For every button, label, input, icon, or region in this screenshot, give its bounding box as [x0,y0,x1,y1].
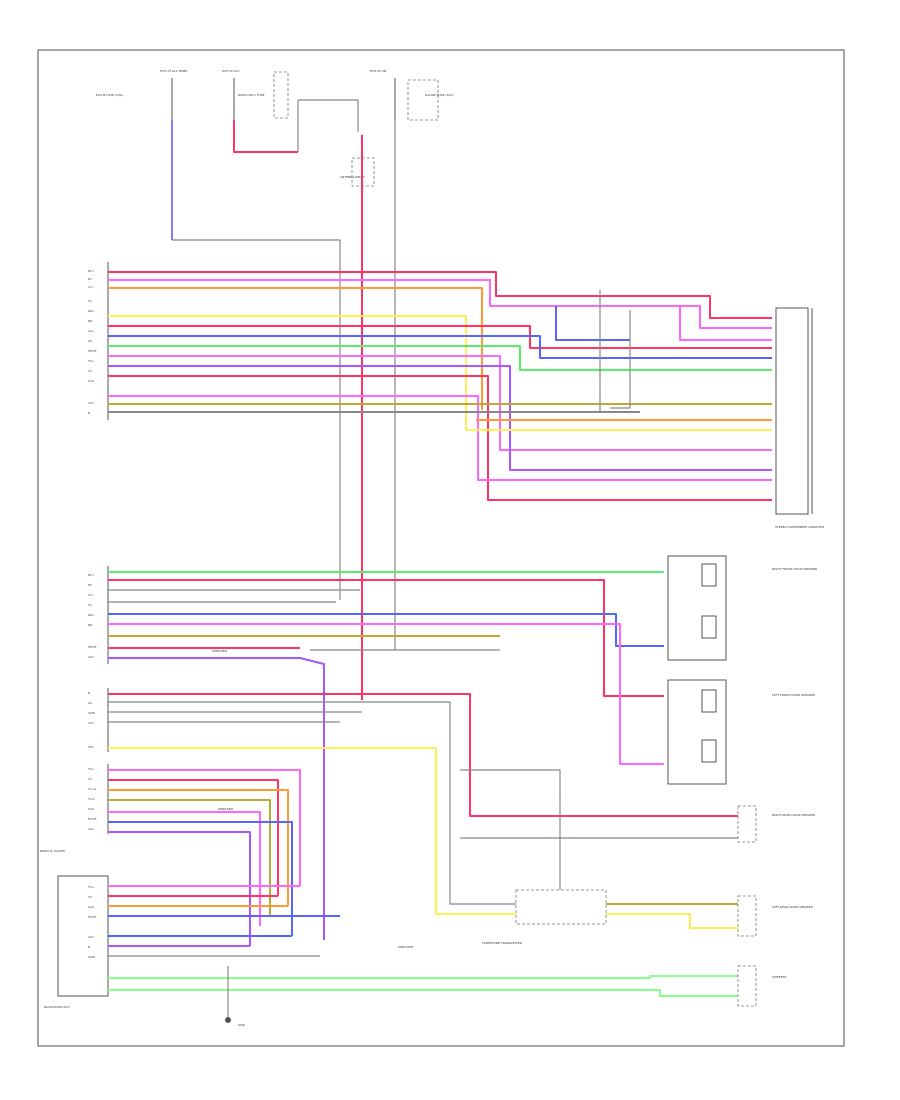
rear-left-speaker-label: LEFT REAR DOOR SPEAKER [772,905,813,909]
rear-left-speaker: LEFT REAR DOOR SPEAKER [737,895,813,937]
pin-label: RR+ [88,613,95,617]
pin-label: GND [88,955,96,959]
diagram-frame [37,49,845,1047]
pin-label: MUTE [88,817,97,821]
fuse-right-desc: GAUGE FUSE (10A) [425,93,454,97]
front-right-speaker-label: RIGHT FRONT DOOR SPEAKER [772,567,817,571]
front-left-speaker: LEFT FRONT DOOR SPEAKER [667,679,815,785]
ground-label: GND [238,1023,246,1027]
pin-label: TEL [87,745,94,749]
stereo-amplifier-connector: STEREO COMPONENT AMPLIFIER [775,307,824,529]
navigation-ecu: TX+ TX- SLD MUTE ACC B GND NAVIGATION EC… [44,875,738,1027]
pin-label: ACC [88,721,94,725]
shielded-label-3: SHIELDED [398,945,414,949]
pin-label: B [88,411,90,415]
radio-connector-mid: RF+ RF- LF+ LF- RR+ RR- MUTE ACC [88,566,664,940]
stereo-amp-label: STEREO COMPONENT AMPLIFIER [775,525,824,529]
ground-symbol [225,1017,231,1023]
pin-label: MUTE [88,645,97,649]
pin-label: RF- [88,583,93,587]
front-right-speaker: RIGHT FRONT DOOR SPEAKER [667,555,817,661]
pin-label: B [88,945,90,949]
shielded-label-2: SHIELDED [218,807,234,811]
pin-label: SLD [88,905,95,909]
power-supply-section: ECU B FUSE (10A) HOT AT ALL TIMES HOT IN… [96,69,454,700]
relay-desc: ANTENNA RELAY [340,175,365,179]
navigation-ecu-box [57,875,109,997]
fuse-mid-desc: RADIO NO.2 FUSE [238,93,265,97]
telephone-transceiver-label: TELEPHONE TRANSCEIVER [481,941,522,945]
relay-symbol [351,157,375,187]
radio-connector-low: TX+ TX- TX+2 TX-2 SLD MUTE ACC RADIO & P… [40,764,301,946]
radio-connector-mid2: B ILL GND ACC TEL [87,688,738,915]
pin-label: TX+2 [87,787,96,791]
pin-label: RF+ [88,573,95,577]
pin-label: MUTE [88,349,97,353]
pin-label: SLD [88,379,95,383]
pin-label: TX+ [87,359,95,363]
telephone-transceiver: TELEPHONE TRANSCEIVER [481,889,738,945]
pin-label: RR- [88,319,93,323]
pin-label: LR+ [88,329,95,333]
pin-label: LF- [88,603,92,607]
radio-connector-top: RF+ RF- LF+ LF- RR+ RR- LR+ LR- MUTE TX+… [87,262,109,420]
pin-label: LF+ [88,285,94,289]
telephone-transceiver-box [515,889,607,925]
front-right-speaker-box [667,555,727,661]
hot-in-on-label: HOT IN ON [370,69,386,73]
rear-right-speaker-label: RIGHT REAR DOOR SPEAKER [772,813,815,817]
pin-label: TX- [87,895,93,899]
pin-label: RR- [88,623,93,627]
upper-wire-harness [108,271,772,501]
rear-right-speaker: RIGHT REAR DOOR SPEAKER [737,805,815,843]
pin-label: RF- [88,277,93,281]
pin-label: ACC [88,827,94,831]
fuse-box-bracket-right [407,79,439,121]
pin-label: LR- [88,339,93,343]
pin-label: TX-2 [87,797,95,801]
pin-label: TX+ [87,885,95,889]
pin-label: RR+ [88,309,95,313]
pin-label: ILL [88,701,93,705]
pin-label: LF+ [88,593,94,597]
pin-label: LF- [88,299,92,303]
hot-at-all-times-label: HOT AT ALL TIMES [160,69,188,73]
stereo-amplifier-box [775,307,809,515]
pin-label: ACC [88,401,94,405]
fuse-left-desc: ECU B FUSE (10A) [96,93,123,97]
pin-label: GND [88,711,96,715]
pin-label: RF+ [88,269,95,273]
pin-label: TX- [87,777,93,781]
shielded-label-1: SHIELDED [212,649,228,653]
pin-label: ACC [88,655,94,659]
pin-label: B [88,691,90,695]
front-left-speaker-label: LEFT FRONT DOOR SPEAKER [772,693,815,697]
tweeter: TWEETER [737,965,786,1007]
fuse-box-bracket-left [273,71,289,119]
navigation-ecu-label: NAVIGATION ECU [44,1005,70,1009]
pin-label: SLD [88,807,95,811]
pin-label: TX+ [87,767,95,771]
hot-in-acc-label: HOT IN ACC [222,69,240,73]
pin-label: ACC [88,935,94,939]
tweeter-label: TWEETER [771,975,786,979]
pin-label: TX- [87,369,93,373]
radio-player-label: RADIO & PLAYER [40,849,65,853]
pin-label: MUTE [88,915,97,919]
front-left-speaker-box [667,679,727,785]
